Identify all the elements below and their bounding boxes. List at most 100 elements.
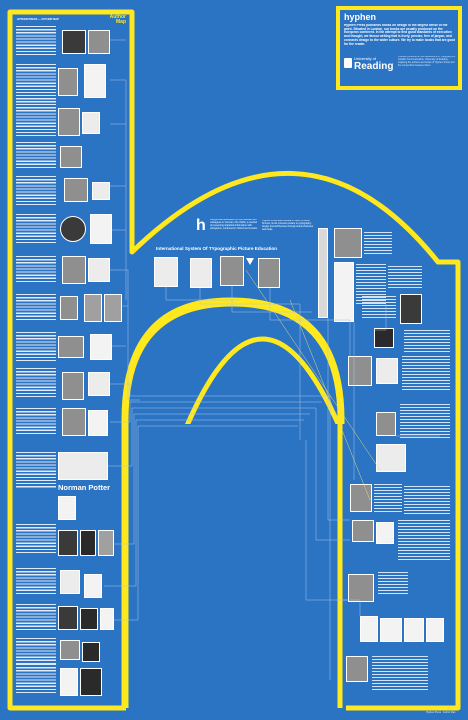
author-photo xyxy=(58,68,78,96)
author-photo xyxy=(58,530,78,556)
author-label-line-1: Author xyxy=(109,14,126,20)
university-logo: University of Reading xyxy=(344,56,393,80)
left-header: HYPHEN PRESS — AUTHOR MAP xyxy=(17,18,59,21)
portrait xyxy=(190,258,212,288)
author-text-block xyxy=(388,266,422,290)
h-outline-outer xyxy=(7,9,461,711)
author-photo xyxy=(58,108,80,136)
logo-reading: Reading xyxy=(354,61,394,72)
reading-crest-icon xyxy=(344,58,352,68)
author-text-block xyxy=(16,568,56,596)
isotype-text: Isotype was developed by Otto Neurath an… xyxy=(210,219,258,230)
author-map-label: Author Map xyxy=(104,15,126,25)
author-text-block xyxy=(404,330,450,352)
author-text-block xyxy=(16,332,56,362)
author-text-block xyxy=(400,404,450,440)
isotype-headline: International System Of TYpographic Pict… xyxy=(156,246,277,251)
book-cover xyxy=(334,262,354,322)
author-photo xyxy=(348,356,372,386)
book-cover xyxy=(80,608,98,630)
author-text-block xyxy=(16,524,56,554)
author-photo xyxy=(64,178,88,202)
author-photo xyxy=(60,570,80,594)
hyphen-intro: Hyphen Press publishes books on design i… xyxy=(344,24,456,46)
author-photo xyxy=(62,256,86,284)
author-photo xyxy=(60,146,82,168)
portrait xyxy=(154,257,178,287)
author-text-block xyxy=(372,656,428,692)
book-cover xyxy=(376,444,406,472)
book-cover xyxy=(88,410,108,436)
book-cover xyxy=(374,328,394,348)
author-text-block xyxy=(16,638,56,664)
book-cover xyxy=(100,608,114,630)
book-cover xyxy=(380,618,402,642)
book-cover xyxy=(82,642,100,662)
author-photo xyxy=(352,520,374,542)
author-text-block xyxy=(404,486,450,514)
author-text-block xyxy=(16,664,56,694)
author-text-block xyxy=(16,256,56,284)
author-text-block xyxy=(362,296,396,320)
hyphen-h-logo: h xyxy=(196,217,206,234)
book-cover xyxy=(426,618,444,642)
author-text-block xyxy=(16,604,56,630)
book-cover xyxy=(318,228,328,318)
author-text-block xyxy=(364,232,392,254)
book-cover xyxy=(404,618,424,642)
triangle-icon xyxy=(246,258,254,265)
author-photo xyxy=(376,358,398,384)
author-photo xyxy=(88,30,110,54)
author-photo xyxy=(60,296,78,320)
author-photo xyxy=(346,656,368,682)
portrait xyxy=(220,256,244,286)
norman-potter-title: Norman Potter xyxy=(58,483,111,492)
author-text-block xyxy=(16,64,56,104)
footer-credit: Hyphen Press · Author Map xyxy=(426,711,456,714)
hyphen-side-text: A poster produced in the Department of T… xyxy=(398,56,456,67)
author-photo xyxy=(62,372,84,400)
author-photo xyxy=(58,452,108,480)
author-text-block xyxy=(398,520,450,560)
book-cover xyxy=(360,616,378,642)
author-photo xyxy=(60,216,86,242)
book-cover xyxy=(80,530,96,556)
author-text-block xyxy=(16,176,56,206)
author-text-block xyxy=(16,214,56,244)
author-photo xyxy=(58,336,84,358)
book-cover xyxy=(60,668,78,696)
author-photo xyxy=(82,112,100,134)
author-text-block xyxy=(16,368,56,398)
author-text-block xyxy=(16,408,56,436)
author-photo xyxy=(334,228,362,258)
book-cover xyxy=(84,574,102,598)
author-text-block xyxy=(16,104,56,136)
author-text-block xyxy=(402,356,450,390)
author-photo xyxy=(376,412,396,436)
author-photo xyxy=(62,408,86,436)
book-cover xyxy=(104,294,122,322)
author-photo xyxy=(88,372,110,396)
book-cover xyxy=(376,522,394,544)
intro-text: Hyphen Press was founded in 1980 by Robi… xyxy=(262,220,314,231)
author-photo xyxy=(92,182,110,200)
book-cover xyxy=(84,294,102,322)
author-text-block xyxy=(16,26,56,56)
author-text-block xyxy=(378,572,408,596)
book-cover xyxy=(98,530,114,556)
logo-university-of: University of xyxy=(354,56,377,61)
book-cover xyxy=(84,64,106,98)
author-text-block xyxy=(374,484,402,514)
book-cover xyxy=(90,334,112,360)
author-photo xyxy=(88,258,110,282)
hyphen-title: hyphen xyxy=(344,12,377,22)
author-text-block xyxy=(16,142,56,170)
book-cover xyxy=(90,214,112,244)
author-photo xyxy=(348,574,374,602)
book-cover xyxy=(80,668,102,696)
author-photo xyxy=(58,606,78,630)
hyphen-box-outline xyxy=(336,6,462,90)
author-photo xyxy=(400,294,422,324)
author-photo xyxy=(60,640,80,660)
